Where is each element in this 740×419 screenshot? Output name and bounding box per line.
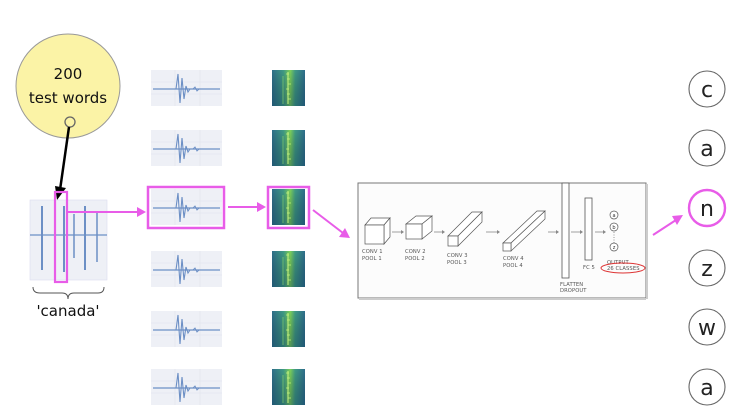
callout-arrow — [58, 126, 71, 191]
segment-arrow — [68, 207, 146, 217]
segment-spectrogram — [272, 130, 305, 166]
segment-spectrogram — [272, 369, 305, 405]
output-node-z — [609, 242, 619, 252]
conv-block-4: CONV 4 POOL 4 — [502, 210, 546, 269]
test-words-callout: 200 test words — [15, 33, 121, 200]
svg-text:z: z — [613, 245, 616, 251]
conv-block-1: CONV 1 POOL 1 — [362, 217, 391, 262]
letter-label: z — [701, 257, 713, 282]
word-label: 'canada' — [36, 302, 99, 320]
letter-label: n — [700, 197, 714, 222]
flatten-label: FLATTEN — [560, 282, 583, 288]
letter-label: w — [698, 316, 716, 341]
flatten-layer: FLATTEN DROPOUT — [560, 182, 587, 294]
output-node-a — [609, 210, 619, 220]
segment-spectrogram — [272, 189, 305, 225]
segment-waveform — [151, 130, 222, 166]
word-waveform: 'canada' — [29, 190, 108, 320]
output-classes-ring — [600, 262, 646, 274]
svg-text:b: b — [612, 225, 615, 231]
letter-label: c — [701, 78, 713, 103]
segment-waveform — [151, 251, 222, 287]
segment-highlight — [53, 190, 69, 284]
predicted-letters: c a n z w a — [687, 70, 727, 406]
segment-waveform — [151, 189, 222, 225]
callout-pointer-icon — [64, 116, 76, 128]
layer-2-pool: POOL 2 — [405, 256, 425, 262]
spectrogram-to-network-arrow — [312, 209, 350, 238]
output-nodes: a b z — [609, 210, 619, 252]
layer-1-conv: CONV 1 — [362, 249, 383, 255]
output-node-b — [609, 222, 619, 232]
segment-waveforms — [151, 70, 222, 405]
dropout-label: DROPOUT — [560, 288, 587, 294]
segment-waveform — [151, 70, 222, 106]
callout-count: 200 — [54, 65, 83, 83]
segment-waveform — [151, 311, 222, 347]
fc-label: FC 5 — [583, 265, 595, 271]
svg-text:a: a — [612, 213, 615, 219]
layer-3-pool: POOL 3 — [447, 260, 467, 266]
letter-label: a — [700, 376, 713, 401]
segment-spectrogram — [272, 251, 305, 287]
waveform-to-spectrogram-arrow — [228, 202, 266, 212]
layer-1-pool: POOL 1 — [362, 256, 382, 262]
network-to-output-arrow — [652, 215, 683, 236]
letter-label: a — [700, 137, 713, 162]
predicted-letter: w — [688, 308, 726, 346]
predicted-letter: z — [688, 249, 726, 287]
segment-spectrogram — [272, 311, 305, 347]
predicted-letter: n — [687, 188, 727, 228]
segment-spectrogram — [272, 70, 305, 106]
cnn-diagram: CONV 1 POOL 1 CONV 2 POOL 2 CONV 3 POOL … — [357, 182, 648, 300]
word-brace — [32, 286, 105, 300]
layer-2-conv: CONV 2 — [405, 249, 426, 255]
callout-text: test words — [29, 89, 107, 107]
predicted-letter: c — [688, 70, 726, 108]
segment-spectrograms — [272, 70, 305, 405]
fc-layer: FC 5 — [583, 197, 595, 271]
layer-4-conv: CONV 4 — [503, 256, 524, 262]
conv-block-2: CONV 2 POOL 2 — [405, 215, 433, 262]
selected-waveform-highlight — [146, 185, 226, 230]
output-classes-label: 26 CLASSES — [607, 266, 640, 272]
segment-waveform — [151, 369, 222, 405]
predicted-letter: a — [688, 129, 726, 167]
conv-block-3: CONV 3 POOL 3 — [447, 211, 483, 266]
predicted-letter: a — [688, 368, 726, 406]
selected-spectrogram-highlight — [266, 185, 311, 230]
layer-3-conv: CONV 3 — [447, 253, 468, 259]
layer-4-pool: POOL 4 — [503, 263, 523, 269]
